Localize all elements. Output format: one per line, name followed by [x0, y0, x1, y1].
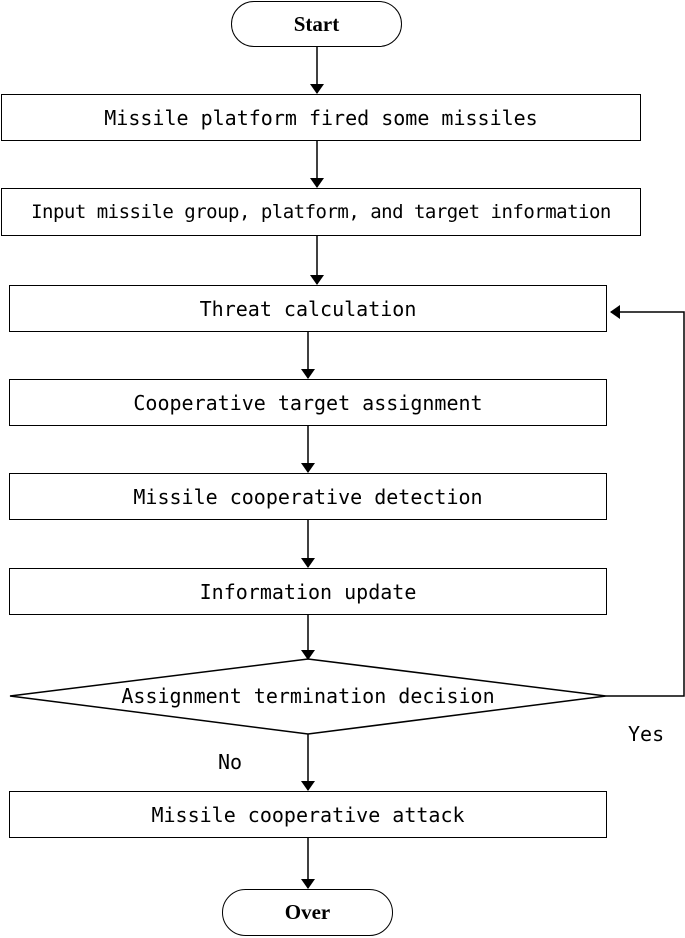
step-information-update-label: Information update [199, 579, 417, 604]
step-missile-fired: Missile platform fired some missiles [1, 94, 641, 141]
step-input-information: Input missile group, platform, and targe… [1, 188, 641, 236]
step-cooperative-detection-label: Missile cooperative detection [133, 484, 483, 509]
step-cooperative-detection: Missile cooperative detection [9, 473, 607, 520]
step-missile-fired-label: Missile platform fired some missiles [104, 105, 538, 130]
decision-diamond [9, 658, 607, 735]
end-terminal: Over [222, 889, 393, 936]
branch-label-no: No [218, 750, 243, 774]
step-cooperative-attack: Missile cooperative attack [9, 791, 607, 838]
step-threat-calculation: Threat calculation [9, 285, 607, 332]
arrow-loop-back-yes [606, 305, 685, 697]
step-input-information-label: Input missile group, platform, and targe… [31, 201, 611, 223]
step-cooperative-attack-label: Missile cooperative attack [151, 802, 465, 827]
step-target-assignment: Cooperative target assignment [9, 379, 607, 426]
step-target-assignment-label: Cooperative target assignment [133, 390, 483, 415]
step-information-update: Information update [9, 568, 607, 615]
start-terminal: Start [231, 1, 402, 47]
step-threat-calculation-label: Threat calculation [199, 296, 417, 321]
branch-label-yes: Yes [628, 722, 665, 746]
end-label: Over [284, 900, 331, 924]
start-label: Start [293, 11, 340, 36]
decision-label: Assignment termination decision [121, 684, 495, 708]
